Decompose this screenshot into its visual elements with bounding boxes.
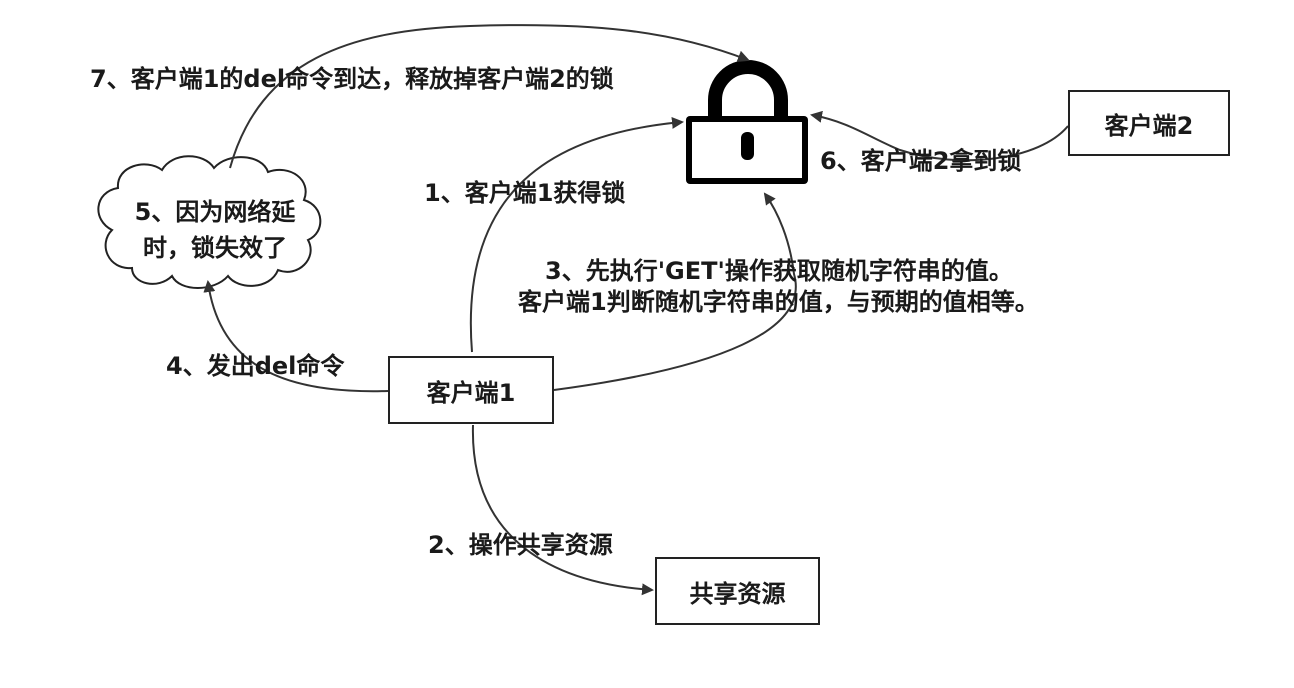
- label-step3-line2: 客户端1判断随机字符串的值，与预期的值相等。: [518, 288, 1039, 316]
- edge-step6: [810, 110, 1069, 162]
- label-step4: 4、发出del命令: [166, 352, 345, 380]
- label-step6: 6、客户端2拿到锁: [820, 147, 1022, 175]
- cloud-label: 5、因为网络延 时，锁失效了: [130, 194, 300, 266]
- label-step1: 1、客户端1获得锁: [424, 179, 626, 207]
- node-client2: 客户端2: [1068, 90, 1230, 156]
- edge-step7: [229, 24, 750, 169]
- node-client2-label: 客户端2: [1104, 111, 1194, 140]
- node-client1: 客户端1: [388, 356, 554, 424]
- edge-step1: [469, 116, 684, 353]
- edge-step2: [471, 424, 654, 596]
- edge-step3: [553, 192, 797, 391]
- cloud-shape: [97, 155, 322, 289]
- cloud-label-line1: 5、因为网络延: [134, 198, 296, 226]
- node-shared-resource-label: 共享资源: [689, 579, 786, 608]
- label-step7: 7、客户端1的del命令到达，释放掉客户端2的锁: [90, 65, 614, 93]
- node-shared-resource: 共享资源: [655, 557, 820, 625]
- lock-icon: [686, 60, 808, 184]
- node-client1-label: 客户端1: [426, 378, 516, 407]
- cloud-label-line2: 时，锁失效了: [143, 234, 287, 262]
- label-step2: 2、操作共享资源: [428, 531, 613, 559]
- label-step3-line1: 3、先执行'GET'操作获取随机字符串的值。: [545, 257, 1013, 285]
- edge-step4: [203, 280, 389, 393]
